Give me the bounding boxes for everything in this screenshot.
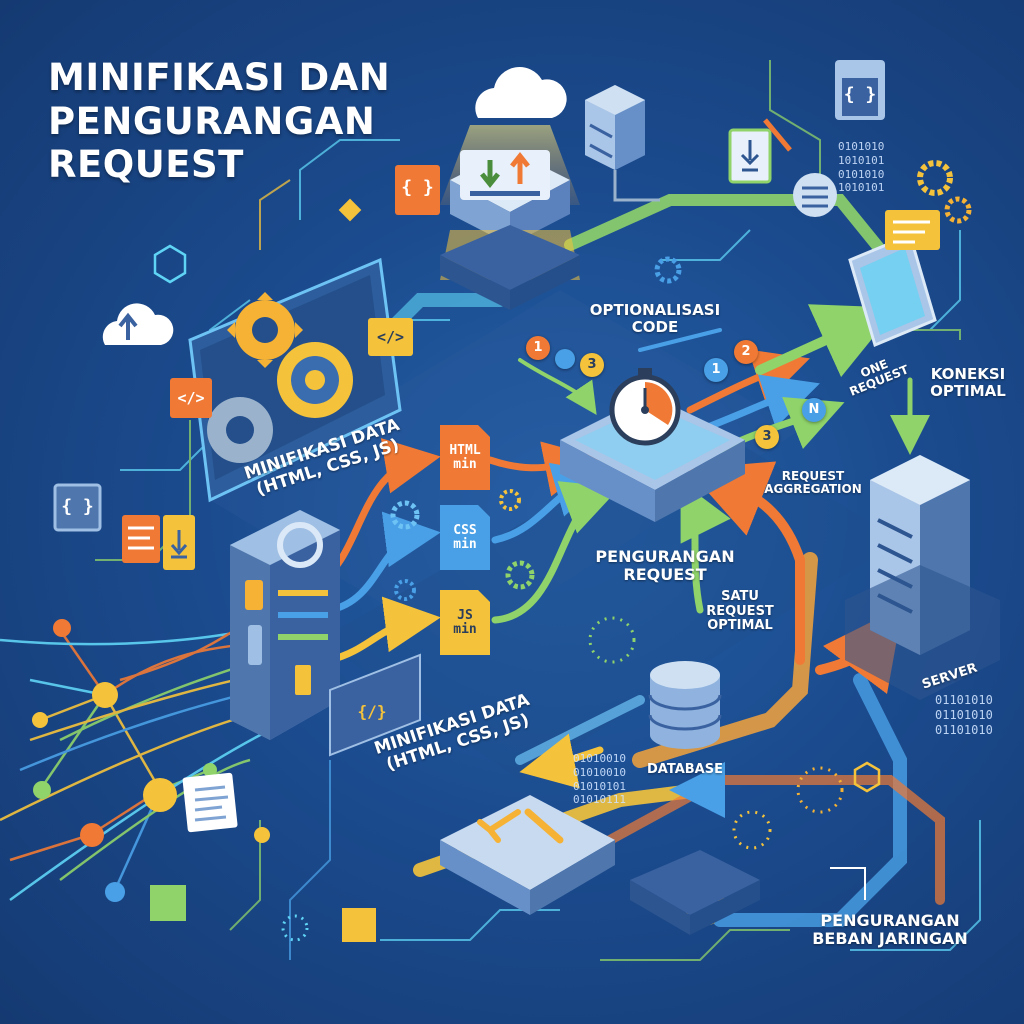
tag-glyph: </> (177, 389, 205, 407)
step-badge: N (802, 398, 826, 422)
network-node (143, 778, 177, 812)
download-icon (170, 530, 188, 559)
cloud-icon (102, 303, 174, 345)
upload-arrow-icon (510, 151, 530, 184)
braces-glyph: { } (843, 84, 877, 105)
title-line: MINIFIKASI DAN (48, 56, 391, 99)
css-min-file (440, 505, 490, 570)
reduction-label: PENGURANGAN REQUEST (595, 547, 735, 584)
network-node (53, 619, 71, 637)
database-icon (648, 661, 722, 749)
database-label: DATABASE (647, 762, 723, 777)
bottom-device (440, 795, 760, 935)
minified-files (440, 425, 490, 655)
html-min-file (440, 425, 490, 490)
monitor-icon (848, 210, 940, 348)
step-badge: 3 (580, 353, 604, 377)
html-min-label: HTML min (449, 443, 481, 473)
js-min-label: JS min (453, 608, 477, 638)
cube-block (342, 908, 376, 942)
network-node (80, 823, 104, 847)
server-stack (230, 510, 340, 740)
server-rack-icon (845, 455, 1000, 700)
css-min-label: CSS min (453, 523, 477, 553)
step-badge: 1 (704, 358, 728, 382)
step-badge (555, 349, 575, 369)
braces-glyph: { } (61, 496, 94, 517)
network-graph (0, 198, 376, 942)
satu-request-label: SATU REQUEST OPTIMAL (706, 589, 774, 634)
network-node (33, 781, 51, 799)
network-load-label: PENGURANGAN BEBAN JARINGAN (812, 911, 968, 948)
title-line: PENGURANGAN (48, 99, 376, 143)
hexagon-decor (153, 244, 881, 793)
stopwatch-box (560, 368, 745, 522)
koneksi-label: KONEKSI OPTIMAL (930, 365, 1006, 400)
document-icons (122, 118, 837, 833)
aggregation-label: REQUEST AGGREGATION (764, 469, 862, 497)
tag-glyph: </> (376, 328, 405, 346)
code-glyph: {/} (357, 702, 387, 721)
cube-block (338, 198, 362, 222)
gear-icon (207, 397, 273, 463)
code-file-icon (53, 60, 885, 757)
callout-line (830, 867, 866, 900)
spark-burst (281, 616, 844, 942)
optimization-label: OPTIONALISASI CODE (589, 301, 721, 336)
gear-icon (227, 292, 303, 368)
network-node (92, 682, 118, 708)
braces-glyph: { } (401, 177, 434, 198)
binary-text: 01010010 01010010 01010101 01010111 (573, 752, 626, 807)
binary-text: 01101010 01101010 01101010 (935, 693, 993, 737)
network-node (254, 827, 270, 843)
title-line: REQUEST (48, 143, 244, 187)
circuit-traces (95, 60, 981, 961)
binary-text: 0101010 1010101 0101010 1010101 (838, 140, 885, 195)
cube-block (150, 885, 186, 921)
upload-box (440, 150, 580, 310)
step-badge: 2 (734, 340, 758, 364)
cloud-icon (475, 67, 567, 118)
network-node (105, 882, 125, 902)
gear-panel (188, 257, 402, 503)
js-min-file (440, 590, 490, 655)
network-node (32, 712, 48, 728)
server-rack-icon (585, 85, 660, 202)
stopwatch-icon (609, 368, 681, 446)
download-icon (480, 160, 500, 189)
network-node (203, 763, 217, 777)
step-badge: 1 (526, 336, 550, 360)
step-badge: 3 (755, 425, 779, 449)
page-title: MINIFIKASI DAN PENGURANGAN REQUEST (48, 56, 468, 187)
gear-icon (277, 342, 353, 418)
